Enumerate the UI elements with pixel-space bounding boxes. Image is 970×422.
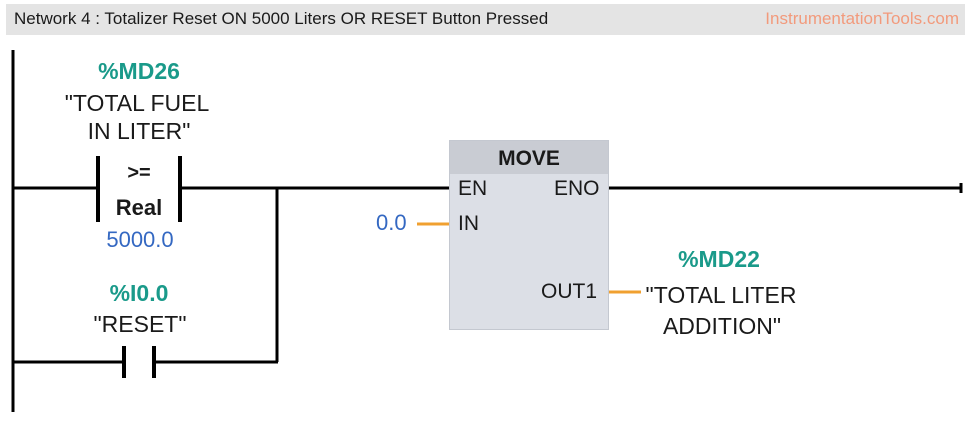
reset-address: %I0.0: [109, 280, 169, 306]
reset-symbol: "RESET": [93, 311, 187, 337]
compare-address: %MD26: [98, 58, 180, 84]
compare-operator: >=: [127, 162, 151, 184]
out1-pin-label: OUT1: [541, 280, 598, 303]
out-address: %MD22: [678, 246, 760, 272]
watermark: InstrumentationTools.com: [765, 9, 959, 28]
compare-value: 5000.0: [106, 227, 174, 252]
move-block[interactable]: MOVE: [449, 140, 609, 330]
eno-pin-label: ENO: [554, 177, 600, 200]
move-block-title: MOVE: [450, 141, 608, 174]
network-header: Network 4 : Totalizer Reset ON 5000 Lite…: [6, 4, 965, 35]
network-title: Network 4 : Totalizer Reset ON 5000 Lite…: [14, 9, 549, 28]
compare-type: Real: [115, 195, 163, 220]
out-symbol-line1: "TOTAL LITER: [645, 282, 797, 308]
in-value: 0.0: [376, 210, 407, 235]
out-symbol-line2: ADDITION": [662, 313, 782, 339]
compare-symbol-line2: IN LITER": [87, 118, 191, 144]
compare-symbol-line1: "TOTAL FUEL: [64, 90, 210, 116]
in-pin-label: IN: [458, 212, 479, 235]
en-pin-label: EN: [458, 177, 488, 200]
